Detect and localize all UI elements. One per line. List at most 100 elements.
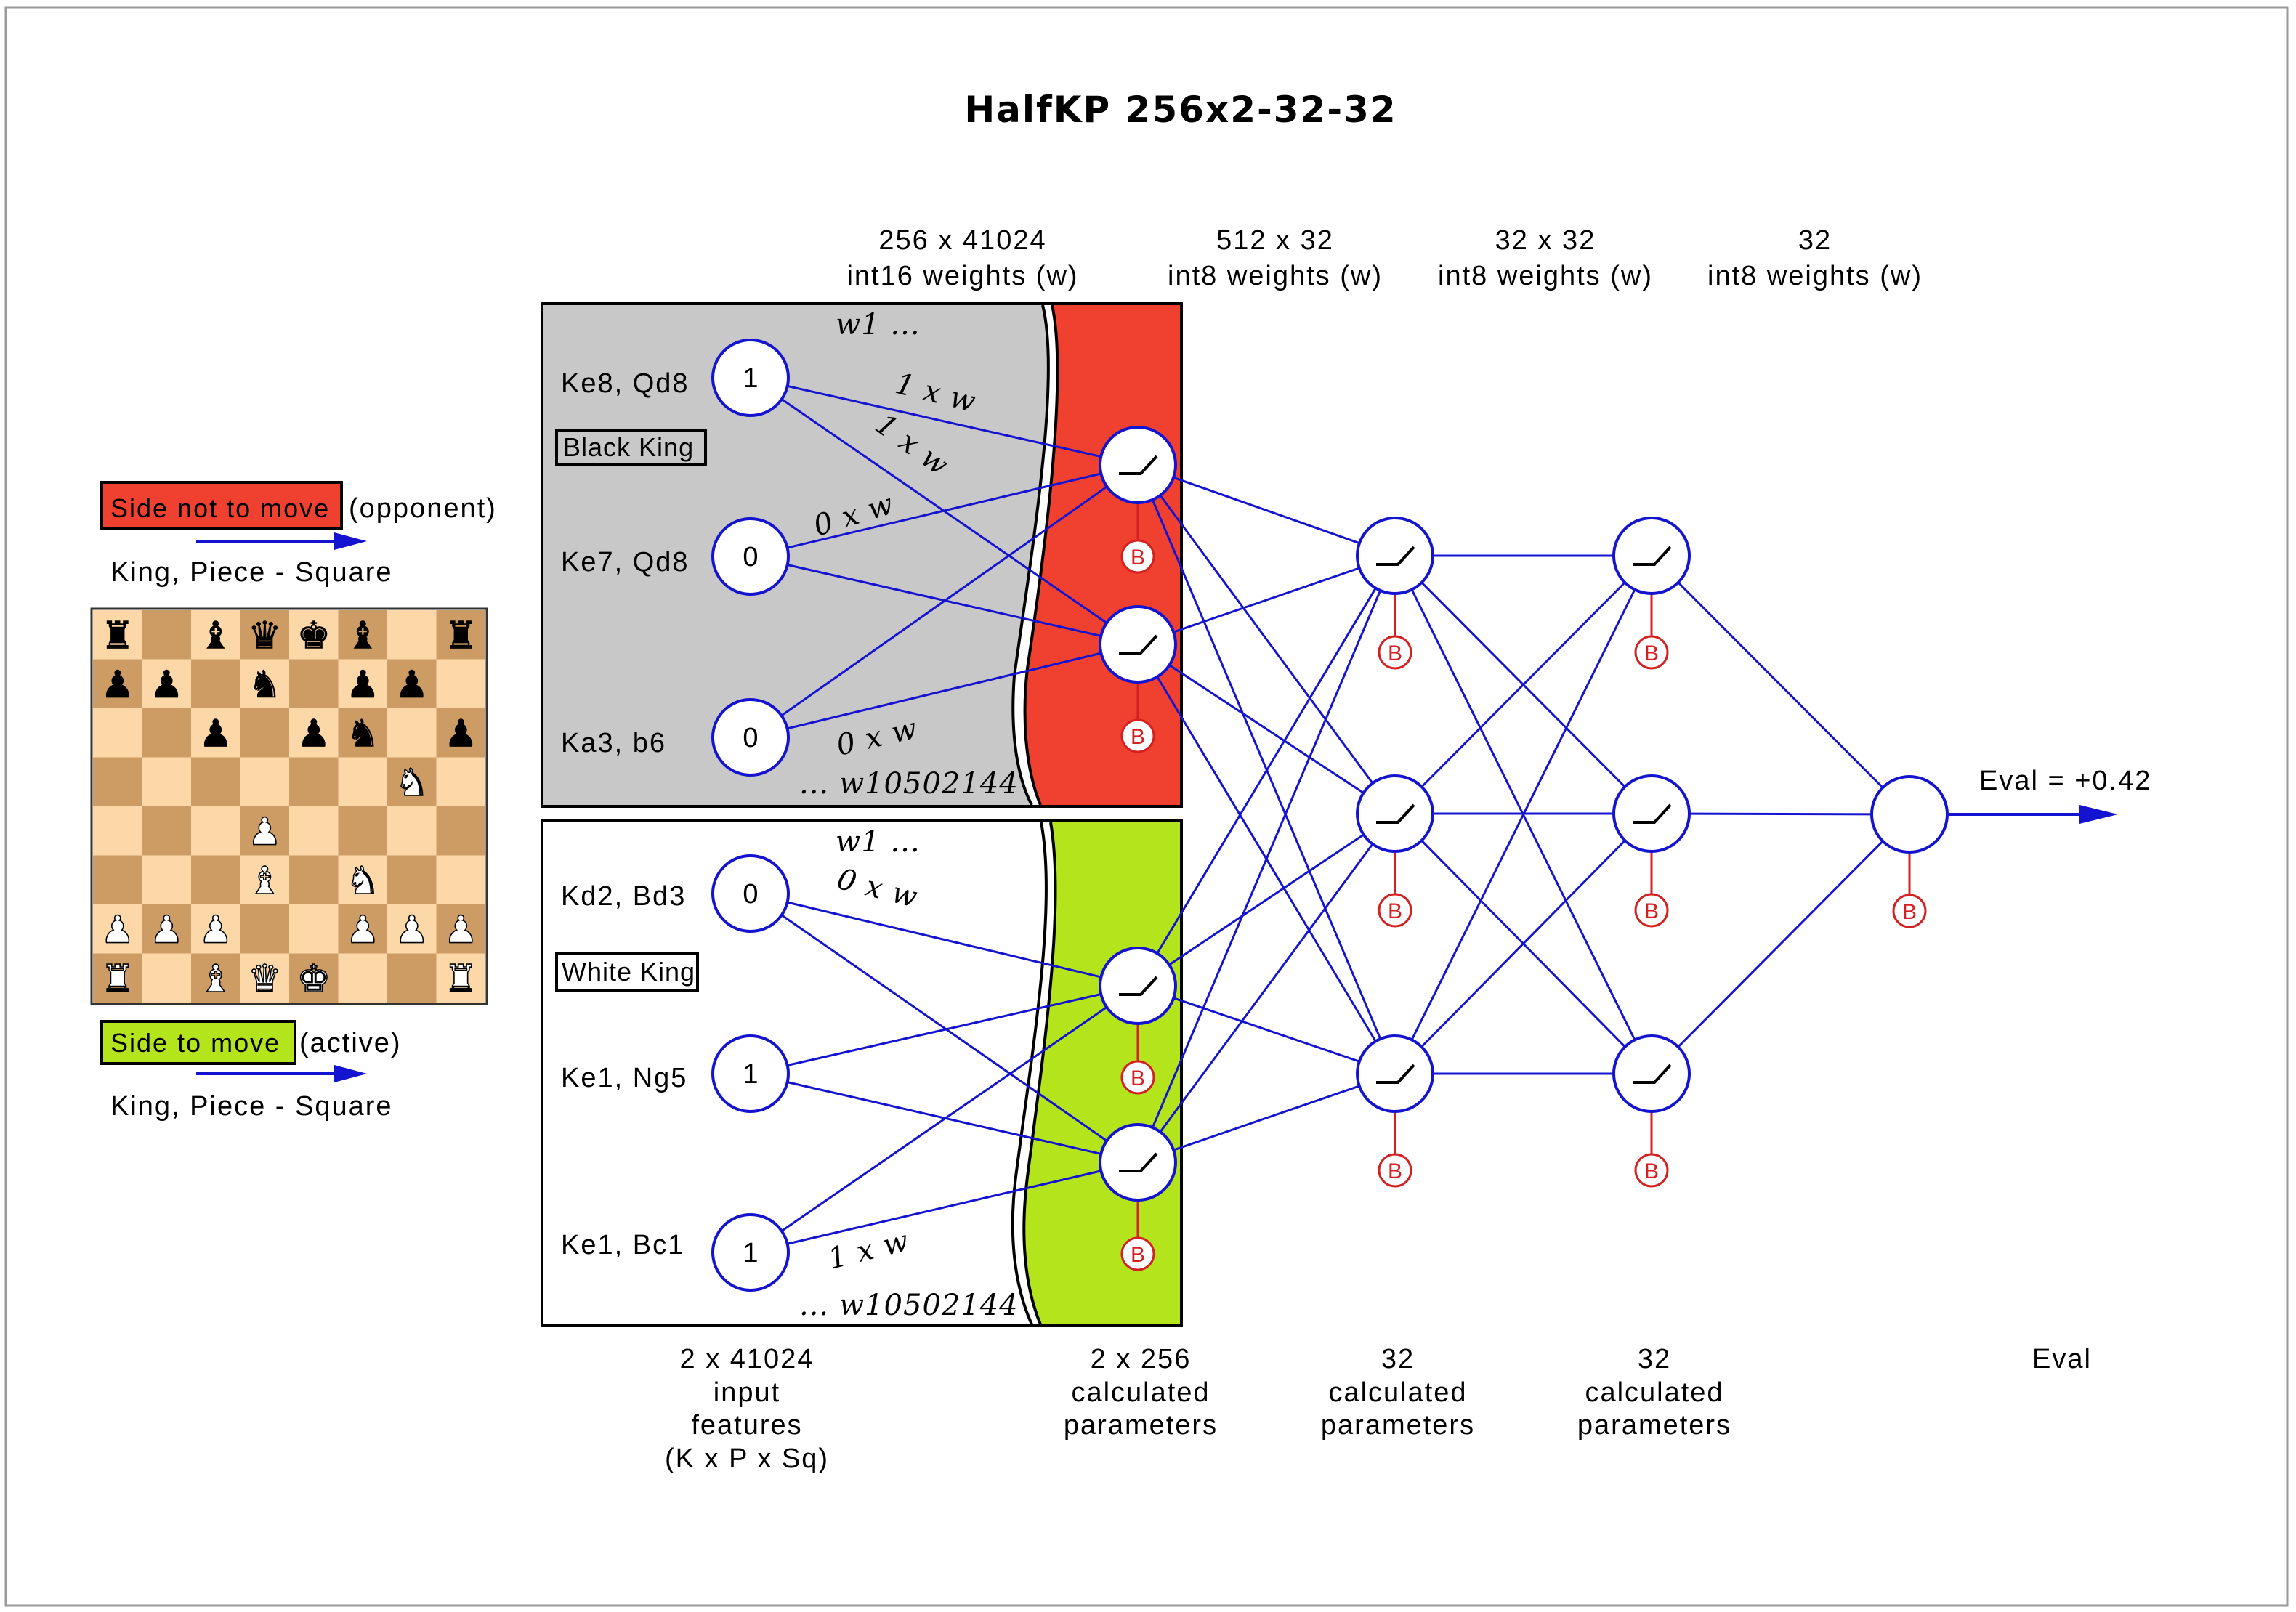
activation-node bbox=[1356, 774, 1434, 853]
bias-node bbox=[1120, 1060, 1155, 1095]
chess-piece: ♛ bbox=[248, 957, 282, 1001]
relu-icon bbox=[1376, 1064, 1415, 1084]
board-square bbox=[289, 904, 339, 954]
chess-piece: ♜ bbox=[444, 957, 478, 1001]
chess-piece: ♛ bbox=[248, 615, 282, 658]
accumulator-connection bbox=[1137, 984, 1396, 1075]
svg-text:parameters: parameters bbox=[1577, 1410, 1731, 1441]
chess-piece: ♟ bbox=[100, 909, 134, 952]
activation-node bbox=[1099, 605, 1177, 684]
input-node bbox=[711, 1034, 790, 1113]
activation-node bbox=[1356, 517, 1434, 595]
chess-piece: ♞ bbox=[248, 663, 282, 707]
bias-node bbox=[1634, 635, 1669, 670]
svg-text:King, Piece - Square: King, Piece - Square bbox=[110, 1091, 393, 1122]
board-square bbox=[142, 757, 191, 806]
input-node-value: 1 bbox=[743, 1059, 758, 1090]
board-square bbox=[142, 708, 191, 758]
accumulator-connection bbox=[1136, 555, 1396, 1163]
chess-piece: ♟ bbox=[444, 909, 478, 952]
board-square bbox=[240, 757, 289, 806]
board-square bbox=[93, 806, 142, 856]
svg-text:calculated: calculated bbox=[1328, 1377, 1467, 1408]
svg-text:32: 32 bbox=[1381, 1344, 1415, 1374]
active-legend: Side to move (active) King, Piece - Squa… bbox=[100, 1020, 402, 1122]
caption-hidden1: 32 calculated parameters bbox=[1321, 1344, 1474, 1441]
svg-text:(opponent): (opponent) bbox=[349, 493, 497, 524]
relu-icon bbox=[1633, 803, 1672, 824]
board-square bbox=[240, 806, 289, 856]
chess-piece: ♟ bbox=[346, 909, 380, 952]
chess-piece: ♜ bbox=[100, 957, 134, 1001]
white-w-end: ... w10502144 bbox=[799, 1289, 1019, 1322]
board-square bbox=[387, 757, 437, 806]
board-square bbox=[387, 806, 437, 856]
bias-node bbox=[1120, 539, 1155, 574]
board-square bbox=[338, 953, 387, 1003]
input-connection bbox=[750, 984, 1139, 1075]
svg-text:parameters: parameters bbox=[1064, 1410, 1218, 1441]
input-node-value: 0 bbox=[743, 723, 758, 753]
chess-piece: ♟ bbox=[150, 909, 184, 952]
bias-node bbox=[1120, 718, 1155, 753]
input-node-value: 1 bbox=[743, 1238, 758, 1268]
bias-node bbox=[1378, 635, 1412, 670]
svg-text:input: input bbox=[714, 1377, 780, 1408]
board-square bbox=[93, 708, 142, 758]
bias-label: B bbox=[1131, 1066, 1145, 1090]
feature-label: Ke8, Qd8 bbox=[561, 368, 690, 399]
board-square bbox=[93, 610, 142, 660]
chess-piece: ♟ bbox=[248, 811, 282, 854]
board-square bbox=[387, 708, 437, 758]
diagram-title: HalfKP 256x2-32-32 bbox=[964, 89, 1396, 131]
board-square bbox=[436, 757, 485, 806]
chess-piece: ♝ bbox=[346, 615, 380, 658]
svg-text:features: features bbox=[691, 1410, 802, 1441]
activation-node bbox=[1099, 1123, 1177, 1202]
input-connection bbox=[750, 376, 1139, 466]
board-square bbox=[289, 953, 339, 1003]
network-connections bbox=[750, 376, 1911, 1254]
input-connection bbox=[750, 643, 1139, 739]
input-node bbox=[711, 339, 790, 417]
bias-label: B bbox=[1131, 1243, 1145, 1267]
svg-text:2 x 41024: 2 x 41024 bbox=[680, 1344, 814, 1374]
svg-text:2 x 256: 2 x 256 bbox=[1091, 1344, 1192, 1374]
chess-piece: ♝ bbox=[198, 615, 233, 658]
board-square bbox=[436, 855, 485, 904]
board-square bbox=[142, 855, 191, 904]
input-node-value: 1 bbox=[743, 363, 758, 394]
activation-node bbox=[1099, 426, 1177, 504]
feature-label: Ke7, Qd8 bbox=[561, 547, 690, 578]
black-w-end: ... w10502144 bbox=[799, 767, 1019, 801]
board-square bbox=[338, 904, 387, 954]
board-square bbox=[289, 610, 339, 660]
layer1-weights: int16 weights (w) bbox=[846, 261, 1078, 291]
caption-eval: Eval bbox=[2032, 1344, 2092, 1374]
white-w-start: w1 ... bbox=[836, 825, 921, 859]
board-square bbox=[142, 659, 191, 708]
board-square bbox=[338, 757, 387, 806]
board-square bbox=[191, 953, 240, 1003]
board-square bbox=[436, 708, 485, 758]
relu-icon bbox=[1376, 803, 1415, 824]
feature-label: Ke1, Bc1 bbox=[561, 1230, 684, 1260]
board-square bbox=[436, 904, 485, 954]
svg-text:calculated: calculated bbox=[1585, 1377, 1723, 1408]
accumulator-connection bbox=[1136, 813, 1396, 1163]
layer1-dim: 256 x 41024 bbox=[878, 225, 1046, 256]
board-square bbox=[93, 659, 142, 708]
svg-text:(active): (active) bbox=[299, 1028, 402, 1058]
input-node-value: 0 bbox=[743, 879, 758, 910]
caption-inputs: 2 x 41024 input features (K x P x Sq) bbox=[665, 1344, 828, 1474]
chess-piece: ♞ bbox=[346, 859, 380, 903]
bias-node bbox=[1634, 893, 1669, 928]
board-square bbox=[338, 610, 387, 660]
board-square bbox=[191, 904, 240, 954]
board-square bbox=[93, 855, 142, 904]
bias-node bbox=[1634, 1153, 1669, 1188]
caption-accumulator: 2 x 256 calculated parameters bbox=[1064, 1344, 1218, 1441]
board-square bbox=[191, 806, 240, 856]
board-square bbox=[93, 757, 142, 806]
